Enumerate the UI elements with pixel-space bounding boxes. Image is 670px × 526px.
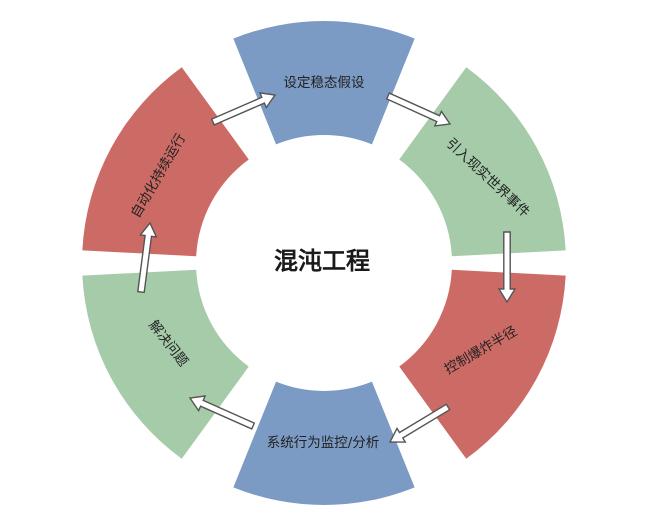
arrow-icon [210,92,277,126]
arrow-icon [388,403,451,443]
diagram-title: 混沌工程 [274,247,370,275]
segment-automate-continuous [82,67,249,257]
segment-blast-radius [399,269,566,459]
arrow-icon [497,231,517,304]
step-label-monitor-analyze: 系统行为监控/分析 [267,435,380,451]
step-label-steady-state: 设定稳态假设 [284,75,365,91]
arrow-icon [137,221,158,294]
segment-fix-problems [82,269,249,459]
arrow-icon [188,395,256,430]
segment-steady-state-hypothesis [233,20,415,145]
segment-monitor-analyze [233,381,415,505]
arrow-icon [385,92,452,127]
